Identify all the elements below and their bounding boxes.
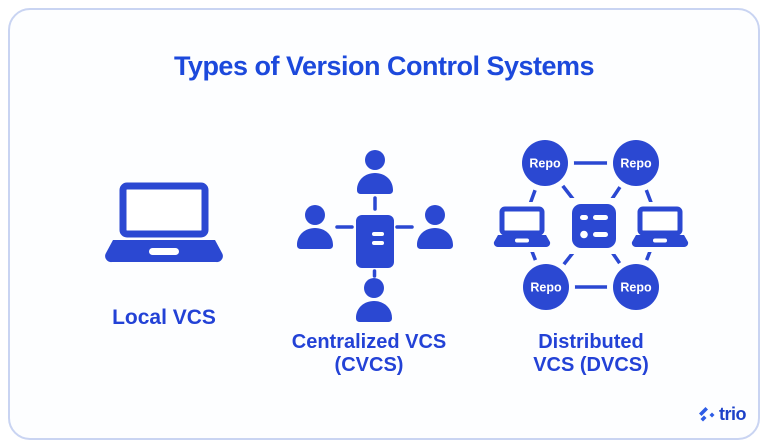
user-icon-top xyxy=(357,150,393,194)
trio-logo-text: trio xyxy=(719,404,747,424)
user-icon-bottom xyxy=(356,278,392,322)
distributed-server-icon xyxy=(566,198,622,254)
centralized-vcs-diagram xyxy=(297,150,453,322)
laptop-icon-right xyxy=(626,202,690,252)
distributed-vcs-label: Distributed VCS (DVCS) xyxy=(533,331,649,376)
repo-node: Repo xyxy=(607,135,665,192)
svg-text:Repo: Repo xyxy=(620,157,652,171)
repo-node: Repo xyxy=(516,135,574,192)
svg-text:Repo: Repo xyxy=(529,157,561,171)
laptop-icon-left xyxy=(490,202,556,252)
central-server-icon xyxy=(356,215,394,268)
centralized-vcs-label: Centralized VCS (CVCS) xyxy=(291,331,447,376)
user-icon-right xyxy=(417,205,453,249)
laptop-screen xyxy=(119,182,209,238)
laptop-notch xyxy=(149,248,179,255)
repo-node: Repo xyxy=(517,258,575,315)
svg-text:Repo: Repo xyxy=(620,281,652,295)
local-vcs-label: Local VCS xyxy=(112,306,216,329)
trio-logo: trio xyxy=(698,404,747,425)
svg-text:Repo: Repo xyxy=(530,281,562,295)
laptop-icon xyxy=(105,182,223,263)
trio-logo-icon xyxy=(699,407,715,422)
page-title: Types of Version Control Systems xyxy=(173,51,595,81)
user-icon-left xyxy=(297,205,333,249)
distributed-vcs-diagram: Repo Repo Repo Repo xyxy=(490,135,690,315)
repo-node: Repo xyxy=(607,258,665,315)
